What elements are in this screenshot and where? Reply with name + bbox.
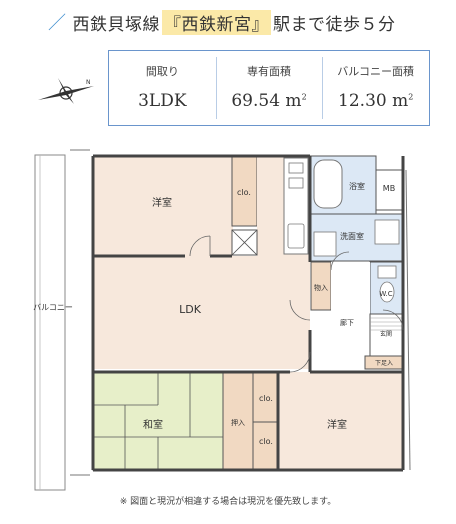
label-clo-mid-1: clo. xyxy=(259,394,273,403)
layout-summary: 間取り 3LDK xyxy=(109,51,216,125)
label-hallway: 廊下 xyxy=(340,318,354,327)
balcony-value-wrap: 12.30 m2 xyxy=(322,91,429,111)
area-unit-sup: 2 xyxy=(301,92,307,102)
label-balcony: バルコニー xyxy=(33,303,73,312)
label-oshiire: 押入 xyxy=(231,418,245,427)
area-summary: 専有面積 69.54 m2 xyxy=(215,51,323,125)
footnote: ※ 図面と現況が相違する場合は現況を優先致します。 xyxy=(119,497,337,507)
label-mb: MB xyxy=(383,184,395,193)
area-label: 専有面積 xyxy=(247,65,291,78)
summary-box: 間取り 3LDK 専有面積 69.54 m2 バルコニー面積 12.30 m2 xyxy=(108,50,430,126)
label-ldk: LDK xyxy=(179,303,202,316)
area-value: 69.54 m xyxy=(231,91,302,111)
svg-text:N: N xyxy=(86,79,91,86)
headline-line: 西鉄貝塚線 xyxy=(72,14,160,35)
label-clo-top: clo. xyxy=(237,188,251,197)
western-room-bottom xyxy=(278,372,403,470)
balcony-summary: バルコニー面積 12.30 m2 xyxy=(322,51,429,125)
label-washroom: 洗面室 xyxy=(340,231,364,241)
area-value-wrap: 69.54 m2 xyxy=(216,91,323,111)
headline-suffix: 駅まで徒歩５分 xyxy=(273,14,396,35)
label-shoe-storage: 下足入 xyxy=(375,360,393,367)
closet-mid-2 xyxy=(252,421,279,471)
headline-slash-icon: ／ xyxy=(48,13,67,34)
layout-label: 間取り xyxy=(145,65,179,78)
balcony-area xyxy=(34,154,66,491)
meter-box xyxy=(375,169,404,211)
label-wc: W.C xyxy=(379,290,392,298)
compass-icon: N xyxy=(38,78,94,104)
balcony-value: 12.30 m xyxy=(338,91,409,111)
label-japanese: 和室 xyxy=(143,418,163,431)
label-storage: 物入 xyxy=(314,283,328,292)
label-bath: 浴室 xyxy=(349,181,365,191)
label-western-top: 洋室 xyxy=(152,196,172,209)
hallway xyxy=(331,262,370,372)
label-western-bottom: 洋室 xyxy=(327,418,347,431)
label-entrance: 玄関 xyxy=(380,330,392,338)
balcony-unit-sup: 2 xyxy=(408,92,414,102)
label-clo-mid-2: clo. xyxy=(259,437,273,446)
balcony-label: バルコニー面積 xyxy=(337,65,415,78)
entrance xyxy=(369,313,404,357)
headline: ／ 西鉄貝塚線 『西鉄新宮』 駅まで徒歩５分 xyxy=(48,8,396,36)
ldk-room xyxy=(93,256,310,369)
layout-value: 3LDK xyxy=(138,91,187,111)
headline-station: 『西鉄新宮』 xyxy=(162,9,271,35)
